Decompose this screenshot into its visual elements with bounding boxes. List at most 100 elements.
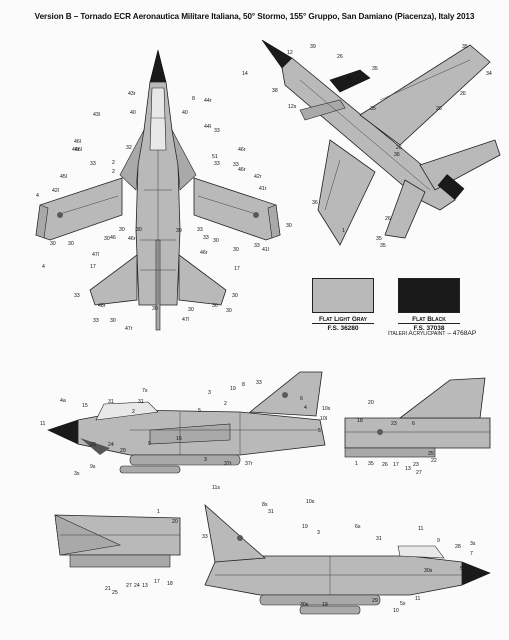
callout-label: 18 xyxy=(167,581,173,587)
callout-label: 51 xyxy=(212,154,218,160)
callout-label: 18 xyxy=(357,418,363,424)
callout-label: 44r xyxy=(204,98,212,104)
callout-label: 33 xyxy=(214,128,220,134)
callout-label: 43l xyxy=(93,112,100,118)
callout-label: 7 xyxy=(470,551,473,557)
callout-label: 26 xyxy=(460,91,466,97)
bottom-view-wing-lower xyxy=(317,139,376,246)
callout-label: 2 xyxy=(112,160,115,166)
callout-label: 10s xyxy=(306,499,315,505)
callout-label: 1 xyxy=(355,461,358,467)
callout-label: 30 xyxy=(286,223,292,229)
callout-label: 30 xyxy=(119,227,125,233)
callout-label: 2 xyxy=(224,401,227,407)
callout-label: 11 xyxy=(415,596,420,602)
side-view-right xyxy=(204,503,491,615)
callout-label: 30 xyxy=(152,306,158,312)
callout-label: 8 xyxy=(242,382,245,388)
callout-label: 41r xyxy=(259,186,267,192)
callout-label: 26 xyxy=(385,216,391,222)
callout-label: 9s xyxy=(90,464,96,470)
paint-brand-line: Italeri Acrylicpaint – 4768AP xyxy=(388,330,477,337)
callout-label: 40 xyxy=(182,110,188,116)
callout-label: 46l xyxy=(75,147,82,153)
rear-view-bottom-left xyxy=(54,514,181,568)
top-view-radome xyxy=(149,49,167,83)
callout-label: 5 xyxy=(198,408,201,414)
top-view-right-tailplane xyxy=(178,254,227,306)
callout-label: 3s xyxy=(74,471,80,477)
light-gray-fs: F.S. 36280 xyxy=(312,323,374,332)
callout-label: 11 xyxy=(418,526,423,532)
top-view-right-wing xyxy=(193,177,281,241)
callout-label: 35 xyxy=(372,66,378,72)
callout-label: 1 xyxy=(342,228,345,234)
callout-label: 33 xyxy=(90,161,96,167)
callout-label: 37r xyxy=(224,461,232,467)
top-view-canopy xyxy=(149,87,167,151)
callout-label: 19 xyxy=(230,386,236,392)
callout-label: 13 xyxy=(405,466,411,472)
callout-label: 42l xyxy=(52,188,59,194)
callout-label: 46r xyxy=(238,147,246,153)
callout-label: 33 xyxy=(256,380,262,386)
callout-label: 35 xyxy=(368,461,374,467)
callout-label: 30 xyxy=(213,238,219,244)
callout-label: 5 xyxy=(460,566,463,572)
callout-label: 48r xyxy=(98,303,106,309)
light-gray-name: Flat Light Gray xyxy=(319,316,367,323)
callout-label: 46l xyxy=(74,139,81,145)
callout-label: 28 xyxy=(455,544,461,550)
callout-label: 10l xyxy=(320,416,327,422)
callout-label: 26 xyxy=(396,145,402,151)
tail-right-fin xyxy=(398,377,486,419)
callout-label: 35 xyxy=(346,76,352,82)
callout-label: 30 xyxy=(188,307,194,313)
paint-swatch-black: Flat Black F.S. 37038 xyxy=(398,278,460,332)
callout-label: 26 xyxy=(337,54,343,60)
callout-label: 5 xyxy=(318,428,321,434)
callout-label: 40 xyxy=(130,110,136,116)
callout-label: 2 xyxy=(132,409,135,415)
callout-label: 9 xyxy=(148,441,151,447)
callout-label: 15 xyxy=(82,403,88,409)
callout-label: 33 xyxy=(202,534,208,540)
side-left-radome xyxy=(47,419,79,445)
callout-label: 6 xyxy=(300,396,303,402)
callout-label: 19 xyxy=(322,602,328,608)
bottom-view-wing-upper xyxy=(359,44,491,146)
callout-label: 16 xyxy=(176,436,182,442)
callout-label: 26 xyxy=(382,462,388,468)
callout-label: 33 xyxy=(254,243,260,249)
callout-label: 46 xyxy=(110,235,116,241)
callout-label: 23 xyxy=(413,462,419,468)
callout-label: 30 xyxy=(104,236,110,242)
callout-label: 20 xyxy=(172,519,178,525)
callout-label: 24 xyxy=(134,583,140,589)
callout-label: 30 xyxy=(212,303,218,309)
callout-label: 2 xyxy=(112,169,115,175)
callout-label: 14 xyxy=(242,71,248,77)
callout-label: 3 xyxy=(208,390,211,396)
black-name: Flat Black xyxy=(412,316,446,323)
light-gray-swatch xyxy=(312,278,374,313)
callout-label: 33 xyxy=(214,161,220,167)
callout-label: 29 xyxy=(120,448,126,454)
side-right-fuselage xyxy=(204,555,463,596)
callout-label: 47l xyxy=(182,317,189,323)
callout-label: 39 xyxy=(310,44,316,50)
callout-label: 23 xyxy=(391,421,397,427)
callout-label: 6 xyxy=(412,421,415,427)
callout-label: 19 xyxy=(302,524,308,530)
callout-label: 35 xyxy=(370,106,376,112)
callout-label: 27 xyxy=(126,583,132,589)
callout-label: 24 xyxy=(108,442,114,448)
paint-swatch-light-gray: Flat Light Gray F.S. 36280 xyxy=(312,278,374,332)
black-swatch xyxy=(398,278,460,313)
callout-label: 30 xyxy=(233,247,239,253)
callout-label: 30 xyxy=(110,318,116,324)
